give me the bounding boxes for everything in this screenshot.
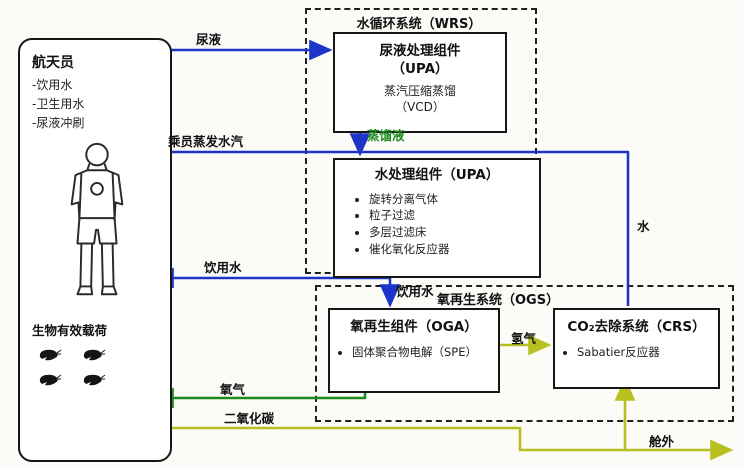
wpa-process-item: 粒子过滤 (369, 207, 531, 224)
oga-title: 氧再生组件（OGA） (350, 319, 478, 335)
wrs-system-label: 水循环系统（WRS） (356, 17, 482, 32)
wpa-process-item: 催化氧化反应器 (369, 241, 531, 258)
astronaut-need-item: -饮用水 (32, 78, 73, 92)
crs-process-item: Sabatier反应器 (577, 344, 718, 361)
co2-removal-box: CO₂去除系统（CRS） Sabatier反应器 (553, 308, 720, 389)
oga-process-item: 固体聚合物电解（SPE） (352, 344, 498, 361)
water-flow-label: 水 (637, 219, 650, 234)
oxygen-generation-box: 氧再生组件（OGA） 固体聚合物电解（SPE） (328, 308, 500, 393)
upa-title: 尿液处理组件 (379, 43, 461, 59)
urine-flow-label: 尿液 (196, 32, 222, 47)
upa-method: 蒸汽压缩蒸馏 (383, 84, 456, 99)
biological-payload-icons (32, 347, 162, 391)
crs-process-list: Sabatier反应器 (555, 344, 718, 361)
astronaut-needs-list: -饮用水 -卫生用水 -尿液冲刷 (32, 76, 162, 134)
wpa-process-list: 旋转分离气体 粒子过滤 多层过滤床 催化氧化反应器 (343, 191, 531, 258)
distillate-flow-label: 蒸馏液 (367, 128, 405, 143)
overboard-flow-label: 舱外 (649, 434, 675, 449)
astronaut-title: 航天员 (32, 55, 74, 71)
upa-abbreviation: （UPA） (391, 60, 449, 77)
urine-processor-box: 尿液处理组件 （UPA） 蒸汽压缩蒸馏 （VCD） (333, 32, 507, 133)
co2-flow-label: 二氧化碳 (224, 411, 275, 426)
potable-water-left-label: 饮用水 (204, 260, 242, 275)
wpa-process-item: 多层过滤床 (369, 224, 531, 241)
shrimp-icon (36, 347, 64, 366)
shrimp-icon (80, 372, 108, 391)
astronaut-figure (32, 140, 162, 308)
shrimp-icon (36, 372, 64, 391)
astronaut-need-item: -尿液冲刷 (32, 116, 85, 131)
astronaut-need-item: -卫生用水 (32, 97, 85, 112)
co2-and-overboard-vent-line (148, 426, 734, 461)
upa-method-abbreviation: （VCD） (395, 99, 445, 114)
wpa-title: 水处理组件（UPA） (374, 167, 500, 183)
astronaut-box: 航天员 -饮用水 -卫生用水 -尿液冲刷 (18, 38, 172, 462)
crs-title: CO₂去除系统（CRS） (567, 319, 706, 335)
hydrogen-flow-label: 氢气 (511, 331, 537, 346)
ogs-system-label: 氧再生系统（OGS） (437, 293, 560, 308)
oxygen-flow-label: 氧气 (220, 382, 246, 397)
potable-water-down-label: 饮用水 (396, 284, 434, 299)
water-processor-box: 水处理组件（UPA） 旋转分离气体 粒子过滤 多层过滤床 催化氧化反应器 (333, 158, 541, 278)
crew-vapor-flow-label: 乘员蒸发水汽 (168, 134, 244, 149)
biological-payload-title: 生物有效载荷 (32, 322, 108, 338)
oga-process-list: 固体聚合物电解（SPE） (330, 344, 498, 361)
shrimp-icon (80, 347, 108, 366)
wpa-process-item: 旋转分离气体 (369, 191, 531, 208)
